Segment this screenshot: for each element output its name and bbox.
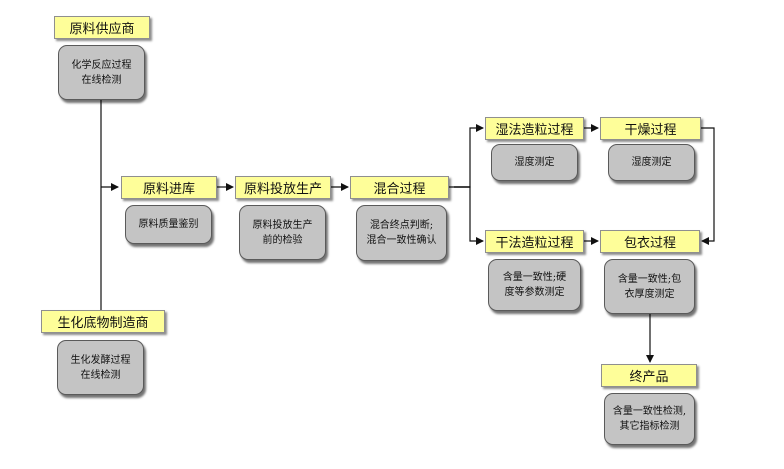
check-text-line: 度等参数测定	[504, 287, 565, 298]
check-text-line: 含量一致性检测,	[612, 406, 687, 417]
coating-process-node: 包衣过程	[600, 230, 700, 253]
final-product-check: 含量一致性检测, 其它指标检测	[604, 393, 695, 445]
check-text-line: 含量一致性;包	[617, 273, 682, 285]
arrow-mixing-to-wet-granulation	[454, 124, 484, 188]
bio-substrate-manufacturer-node: 生化底物制造商	[41, 310, 165, 333]
check-text-line: 在线检测	[81, 74, 122, 86]
wet-granulation-humidity-check: 湿度测定	[491, 144, 578, 181]
check-text-line: 前的检验	[262, 234, 303, 246]
drying-humidity-check: 湿度测定	[608, 144, 695, 181]
raw-material-storage-node: 原料进库	[121, 176, 217, 199]
check-text-line: 湿度测定	[514, 157, 555, 168]
arrow-mixing-to-dry-granulation	[454, 186, 484, 245]
check-text-line: 原料投放生产	[252, 219, 313, 231]
check-text-line: 衣厚度测定	[624, 288, 675, 300]
raw-supplier-inline-check: 化学反应过程 在线检测	[58, 45, 145, 100]
check-text-line: 湿度测定	[631, 157, 672, 168]
raw-feeding-check: 原料投放生产 前的检验	[239, 205, 326, 260]
raw-material-feeding-node: 原料投放生产	[235, 176, 331, 199]
wet-granulation-node: 湿法造粒过程	[485, 117, 584, 140]
check-text-line: 化学反应过程	[71, 59, 132, 71]
check-text-line: 混合终点判断;	[369, 220, 434, 231]
raw-material-quality-check: 原料质量鉴别	[125, 205, 212, 244]
bio-manufacturer-inline-check: 生化发酵过程 在线检测	[57, 340, 144, 395]
drying-process-node: 干燥过程	[600, 117, 701, 140]
mixing-check: 混合终点判断; 混合一致性确认	[356, 205, 447, 261]
mixing-process-node: 混合过程	[350, 176, 449, 199]
check-text-line: 在线检测	[80, 369, 121, 381]
check-text-line: 生化发酵过程	[70, 354, 131, 366]
raw-material-supplier-node: 原料供应商	[54, 16, 150, 39]
arrow-drying-to-coating	[701, 127, 715, 245]
dry-granulation-check: 含量一致性;硬 度等参数测定	[488, 259, 581, 311]
check-text-line: 含量一致性;硬	[502, 272, 567, 283]
dry-granulation-node: 干法造粒过程	[485, 230, 584, 253]
coating-check: 含量一致性;包 衣厚度测定	[604, 259, 695, 314]
check-text-line: 其它指标检测	[619, 421, 680, 432]
check-text-line: 混合一致性确认	[366, 235, 437, 246]
check-text-line: 原料质量鉴别	[138, 219, 199, 230]
final-product-node: 终产品	[601, 364, 697, 387]
